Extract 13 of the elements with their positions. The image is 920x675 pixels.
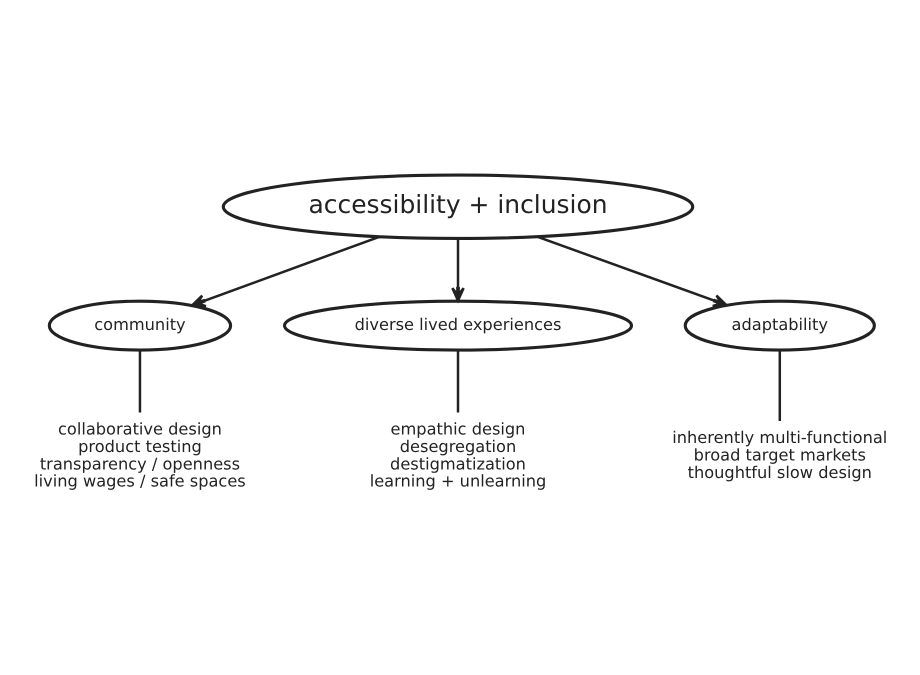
arrow: [190, 236, 380, 308]
node-ellipse: accessibility + inclusion: [221, 174, 694, 240]
arrow: [536, 236, 728, 308]
arrow: [450, 238, 464, 302]
connector: [138, 350, 141, 412]
node-text: empathic design desegregation destigmatization learning + unlearning: [369, 419, 546, 491]
node-ellipse: diverse lived experiences: [282, 300, 633, 352]
node-ellipse: community: [47, 300, 232, 352]
connector: [778, 350, 781, 422]
connector: [456, 350, 459, 412]
node-text: inherently multi-functional broad target markets thoughtful slow design: [672, 428, 887, 482]
node-text: collaborative design product testing transparency / openness living wages / safe spaces: [34, 419, 246, 491]
node-ellipse: adaptability: [683, 300, 876, 352]
